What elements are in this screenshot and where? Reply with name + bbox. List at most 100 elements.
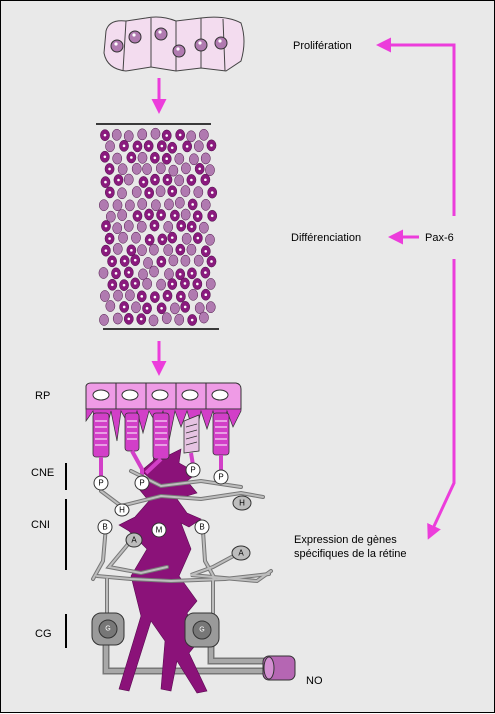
neuroblast-nucleolus bbox=[160, 144, 164, 148]
neuroblast-cell bbox=[100, 290, 110, 302]
neuroblast-cell bbox=[105, 140, 115, 153]
neuroblast-nucleolus bbox=[103, 155, 107, 159]
neuroblast-nucleolus bbox=[153, 224, 156, 227]
neuroblast-nucleolus bbox=[178, 133, 182, 137]
cone-stripes bbox=[185, 423, 198, 446]
neuroblast-cell bbox=[123, 130, 134, 142]
neuroblast-nucleolus bbox=[110, 260, 114, 263]
neuroblast-nucleolus bbox=[161, 238, 164, 241]
neuroblast-nucleolus bbox=[170, 282, 174, 286]
cell-label-p: P bbox=[98, 479, 103, 488]
neuroblast-cell bbox=[118, 231, 128, 244]
cell-label-b: B bbox=[199, 523, 204, 532]
label-pax6: Pax-6 bbox=[425, 232, 454, 244]
neuroblast-nucleolus bbox=[190, 272, 194, 275]
photoreceptor-terminal-4: P bbox=[213, 469, 229, 485]
neuroblast-cell bbox=[149, 265, 159, 278]
cell-label-g: G bbox=[105, 626, 110, 633]
neuroblast-cell bbox=[142, 277, 153, 290]
neuroblast-cell bbox=[150, 127, 161, 140]
neuroblast-nucleolus bbox=[170, 189, 174, 193]
neuroblast-nucleolus bbox=[123, 259, 126, 263]
neuroblast-nucleolus bbox=[191, 203, 194, 206]
neuroblast-cell bbox=[137, 198, 148, 210]
neuroblast-nucleolus bbox=[108, 167, 111, 171]
neuroblast-nucleolus bbox=[165, 157, 169, 161]
horizontal-cell-1: H bbox=[114, 503, 130, 517]
neuroblast-nucleolus bbox=[179, 224, 183, 228]
neuroblast-cell bbox=[186, 130, 197, 143]
neuroblast-cell bbox=[200, 152, 211, 165]
neuroblast-nucleolus bbox=[196, 282, 199, 286]
neuroblast-nucleolus bbox=[210, 144, 213, 147]
muller-nucleus: M bbox=[151, 522, 167, 538]
neuroblast-cell bbox=[111, 128, 122, 141]
neuroblast-cell bbox=[142, 163, 152, 175]
neuroblast-cell bbox=[205, 164, 215, 176]
neuroblast-cell bbox=[180, 185, 191, 197]
neuroblast-cell bbox=[137, 151, 148, 164]
neuroblast-cell bbox=[123, 173, 134, 186]
neuroblast-nucleolus bbox=[165, 134, 169, 137]
cell-label-a: A bbox=[131, 536, 137, 545]
neuroblast-nucleolus bbox=[127, 317, 131, 321]
neuroblast-cell bbox=[164, 198, 174, 211]
label-no: NO bbox=[306, 675, 323, 687]
neuroblast-cell bbox=[156, 278, 166, 291]
label-cne: CNE bbox=[31, 467, 54, 479]
neuroblast-nucleolus bbox=[145, 307, 149, 310]
horizontal-cell-2: H bbox=[232, 495, 252, 511]
cell-label-a: A bbox=[238, 549, 244, 558]
cell-label-p: P bbox=[218, 473, 223, 482]
cell-label-m: M bbox=[156, 526, 163, 535]
neuroblast-nucleolus bbox=[210, 191, 214, 194]
neuroblast-nucleolus bbox=[104, 180, 107, 184]
ganglion-cell-1: G bbox=[91, 612, 125, 646]
neuroblast-nucleolus bbox=[122, 305, 126, 309]
neuroblast-nucleolus bbox=[204, 293, 208, 297]
neuroblast-nucleolus bbox=[148, 238, 151, 242]
bipolar-cell-2: B bbox=[194, 519, 210, 535]
cell-label-h: H bbox=[119, 506, 125, 515]
neuroblast-cell bbox=[125, 199, 135, 212]
neuroblast-cell bbox=[199, 128, 209, 141]
neuroblast-cell bbox=[193, 254, 204, 267]
neuroblast-cells bbox=[98, 127, 218, 327]
label-cni: CNI bbox=[31, 519, 50, 531]
neuroblast-cell bbox=[105, 210, 116, 223]
neuroblast-nucleolus bbox=[122, 283, 126, 287]
neuroblast-cell bbox=[174, 313, 185, 326]
neuroblast-nucleolus bbox=[153, 178, 157, 181]
neuroblast-cell bbox=[138, 268, 148, 281]
neuroblast-nucleolus bbox=[147, 144, 150, 148]
neuroblast-nucleolus bbox=[196, 236, 200, 240]
neuroblast-nucleolus bbox=[140, 295, 144, 298]
disc-stripes bbox=[95, 420, 227, 446]
neuroblast-nucleolus bbox=[185, 145, 189, 148]
neuroblast-cell bbox=[143, 257, 153, 269]
neuroblast-nucleolus bbox=[166, 178, 169, 181]
neuroblast-nucleolus bbox=[130, 156, 133, 159]
neuroblast-cell bbox=[205, 233, 215, 246]
neuroblast-cell bbox=[188, 288, 199, 301]
photoreceptor-terminal-2: P bbox=[134, 475, 150, 491]
neuroblast-cell bbox=[131, 301, 141, 314]
photoreceptor-terminal-1: P bbox=[93, 475, 109, 491]
neuroblast-cell bbox=[113, 289, 123, 302]
neuroblast-nucleolus bbox=[179, 295, 183, 298]
neuroblast-nucleolus bbox=[190, 318, 194, 322]
neuroblast-cell bbox=[163, 221, 174, 233]
neuroblast-cell bbox=[117, 163, 128, 176]
neuroblast-nucleolus bbox=[198, 167, 201, 171]
neuroblast-nucleolus bbox=[153, 295, 157, 299]
pax6-arrows bbox=[376, 37, 456, 540]
neuroblast-cell bbox=[123, 220, 134, 232]
label-expression-line1: Expression de gènes bbox=[294, 534, 397, 546]
neuroblast-cell bbox=[131, 186, 142, 198]
neuroblast-nucleolus bbox=[108, 237, 111, 240]
neuroblast-nucleolus bbox=[103, 133, 107, 137]
neuroblast-cell bbox=[112, 222, 123, 235]
neuroblast-cell bbox=[180, 254, 191, 267]
neuroblast-cell bbox=[193, 186, 204, 198]
